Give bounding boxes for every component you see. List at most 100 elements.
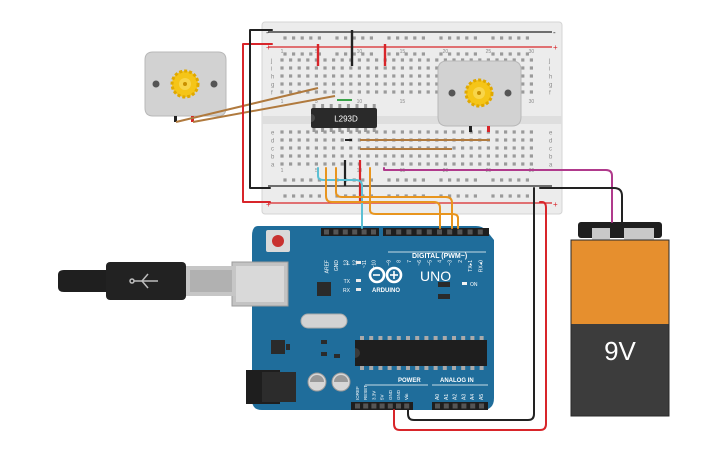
rail-hole[interactable] xyxy=(448,52,452,56)
breadboard-hole[interactable] xyxy=(383,90,387,94)
header-pin[interactable] xyxy=(371,403,377,409)
rail-hole[interactable] xyxy=(335,52,339,56)
breadboard-hole[interactable] xyxy=(306,154,310,158)
breadboard-hole[interactable] xyxy=(314,162,318,166)
breadboard-hole[interactable] xyxy=(529,130,533,134)
breadboard-hole[interactable] xyxy=(443,154,447,158)
rail-hole[interactable] xyxy=(491,36,495,40)
breadboard-hole[interactable] xyxy=(323,66,327,70)
breadboard-hole[interactable] xyxy=(349,130,353,134)
breadboard-hole[interactable] xyxy=(357,154,361,158)
breadboard-hole[interactable] xyxy=(486,162,490,166)
header-pin[interactable] xyxy=(396,229,402,235)
breadboard-hole[interactable] xyxy=(400,66,404,70)
breadboard-hole[interactable] xyxy=(452,130,456,134)
breadboard-hole[interactable] xyxy=(443,58,447,62)
breadboard-hole[interactable] xyxy=(392,82,396,86)
breadboard-hole[interactable] xyxy=(349,162,353,166)
breadboard-hole[interactable] xyxy=(280,74,284,78)
rail-hole[interactable] xyxy=(317,194,321,198)
breadboard-hole[interactable] xyxy=(418,130,422,134)
breadboard-hole[interactable] xyxy=(521,74,525,78)
rail-hole[interactable] xyxy=(491,194,495,198)
rail-hole[interactable] xyxy=(387,52,391,56)
header-pin[interactable] xyxy=(470,403,476,409)
breadboard-hole[interactable] xyxy=(409,82,413,86)
breadboard-hole[interactable] xyxy=(521,162,525,166)
breadboard-hole[interactable] xyxy=(383,154,387,158)
breadboard-hole[interactable] xyxy=(297,74,301,78)
breadboard-hole[interactable] xyxy=(409,130,413,134)
breadboard-hole[interactable] xyxy=(495,58,499,62)
breadboard-hole[interactable] xyxy=(486,58,490,62)
breadboard-hole[interactable] xyxy=(357,66,361,70)
rail-hole[interactable] xyxy=(344,52,348,56)
breadboard-hole[interactable] xyxy=(435,130,439,134)
rail-hole[interactable] xyxy=(335,36,339,40)
breadboard-hole[interactable] xyxy=(306,90,310,94)
rail-hole[interactable] xyxy=(361,36,365,40)
rail-hole[interactable] xyxy=(361,52,365,56)
breadboard-hole[interactable] xyxy=(314,74,318,78)
rail-hole[interactable] xyxy=(456,52,460,56)
rail-hole[interactable] xyxy=(361,178,365,182)
breadboard-hole[interactable] xyxy=(529,154,533,158)
breadboard-hole[interactable] xyxy=(529,138,533,142)
breadboard-hole[interactable] xyxy=(323,146,327,150)
breadboard-hole[interactable] xyxy=(375,58,379,62)
breadboard-hole[interactable] xyxy=(478,162,482,166)
breadboard-hole[interactable] xyxy=(332,138,336,142)
breadboard-hole[interactable] xyxy=(306,74,310,78)
breadboard-hole[interactable] xyxy=(495,146,499,150)
breadboard-hole[interactable] xyxy=(340,90,344,94)
breadboard-hole[interactable] xyxy=(392,130,396,134)
breadboard-hole[interactable] xyxy=(323,154,327,158)
rail-hole[interactable] xyxy=(352,52,356,56)
breadboard-hole[interactable] xyxy=(435,162,439,166)
breadboard-hole[interactable] xyxy=(375,130,379,134)
header-pin[interactable] xyxy=(435,403,440,409)
breadboard-hole[interactable] xyxy=(289,90,293,94)
breadboard-hole[interactable] xyxy=(392,66,396,70)
breadboard-hole[interactable] xyxy=(529,162,533,166)
breadboard-hole[interactable] xyxy=(504,130,508,134)
breadboard-hole[interactable] xyxy=(280,138,284,142)
breadboard-hole[interactable] xyxy=(400,82,404,86)
breadboard-hole[interactable] xyxy=(383,74,387,78)
breadboard-hole[interactable] xyxy=(280,154,284,158)
breadboard-hole[interactable] xyxy=(375,66,379,70)
rail-hole[interactable] xyxy=(300,194,304,198)
breadboard-hole[interactable] xyxy=(314,146,318,150)
breadboard-hole[interactable] xyxy=(366,90,370,94)
breadboard-hole[interactable] xyxy=(426,130,430,134)
breadboard-hole[interactable] xyxy=(529,90,533,94)
rail-hole[interactable] xyxy=(292,178,296,182)
breadboard-hole[interactable] xyxy=(332,90,336,94)
breadboard-hole[interactable] xyxy=(426,90,430,94)
rail-hole[interactable] xyxy=(283,194,287,198)
breadboard-hole[interactable] xyxy=(452,154,456,158)
breadboard-hole[interactable] xyxy=(435,74,439,78)
header-pin[interactable] xyxy=(371,229,376,235)
rail-hole[interactable] xyxy=(456,36,460,40)
rail-hole[interactable] xyxy=(473,52,477,56)
breadboard-hole[interactable] xyxy=(297,130,301,134)
breadboard-hole[interactable] xyxy=(340,66,344,70)
breadboard-hole[interactable] xyxy=(340,82,344,86)
rail-hole[interactable] xyxy=(421,52,425,56)
rail-hole[interactable] xyxy=(309,36,313,40)
rail-hole[interactable] xyxy=(500,178,504,182)
rail-hole[interactable] xyxy=(500,194,504,198)
breadboard-hole[interactable] xyxy=(443,162,447,166)
header-pin[interactable] xyxy=(443,403,449,409)
breadboard-hole[interactable] xyxy=(366,82,370,86)
breadboard-hole[interactable] xyxy=(314,66,318,70)
breadboard-hole[interactable] xyxy=(392,74,396,78)
header-pin[interactable] xyxy=(467,229,473,235)
breadboard-hole[interactable] xyxy=(306,66,310,70)
header-pin[interactable] xyxy=(386,229,391,235)
breadboard-hole[interactable] xyxy=(400,90,404,94)
breadboard-hole[interactable] xyxy=(280,146,284,150)
rail-hole[interactable] xyxy=(439,52,443,56)
rail-hole[interactable] xyxy=(292,36,296,40)
